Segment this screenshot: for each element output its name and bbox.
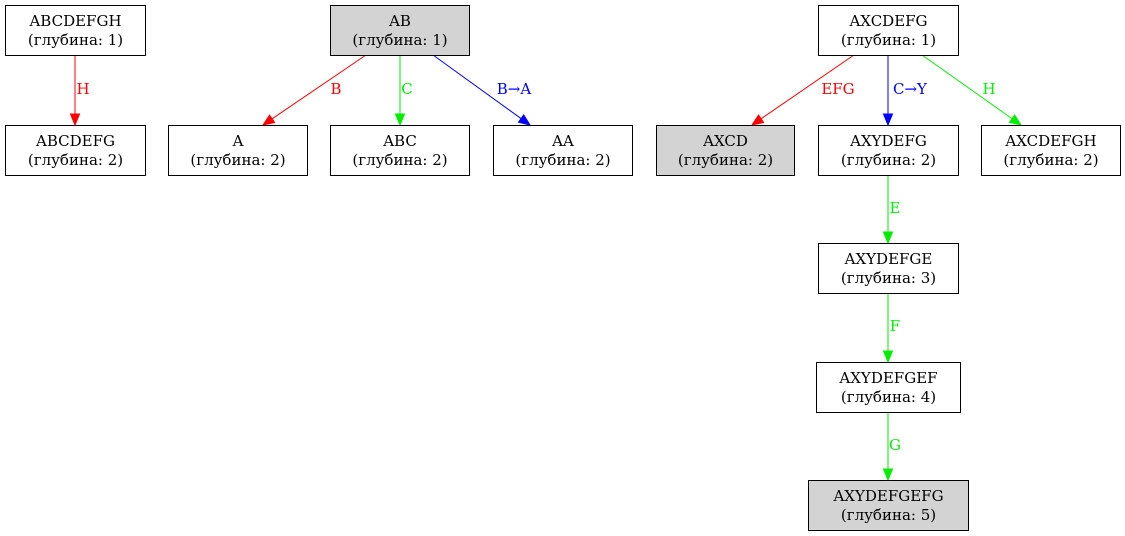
node-n10: AXCDEFGH(глубина: 2): [981, 125, 1121, 176]
edge-n7-n8: EFG: [750, 54, 855, 126]
edge-label: G: [889, 436, 901, 454]
node-label: AXYDEFGEFG: [832, 487, 943, 505]
edge-label: B→A: [497, 80, 532, 98]
node-label: AXYDEFGE: [844, 250, 933, 268]
node-label: AXCDEFG: [848, 12, 927, 30]
node-label: AA: [551, 132, 574, 150]
node-depth: (глубина: 2): [678, 151, 773, 169]
node-n8: AXCD(глубина: 2): [656, 125, 795, 176]
node-box: [168, 125, 308, 176]
node-box: [818, 125, 959, 176]
node-label: AXYDEFG: [849, 132, 927, 150]
arrowhead-icon: [882, 468, 894, 482]
edge-label: E: [890, 199, 901, 217]
arrowhead-icon: [882, 231, 894, 245]
node-depth: (глубина: 1): [352, 31, 447, 49]
edge-line: [760, 54, 855, 120]
edge-n7-n9: C→Y: [882, 55, 928, 127]
node-label: AB: [388, 12, 411, 30]
node-label: ABCDEFG: [35, 132, 115, 150]
edge-label: F: [890, 317, 900, 335]
node-n12: AXYDEFGEF(глубина: 4): [816, 362, 961, 413]
node-n9: AXYDEFG(глубина: 2): [818, 125, 959, 176]
node-n11: AXYDEFGE(глубина: 3): [818, 243, 959, 294]
edge-n7-n10: H: [921, 54, 1023, 126]
edge-label: B: [330, 80, 341, 98]
arrowhead-icon: [261, 114, 276, 126]
edge-line: [271, 54, 367, 120]
edge-n9-n11: E: [882, 175, 901, 245]
arrowhead-icon: [1008, 114, 1023, 126]
node-box: [818, 5, 959, 56]
edge-n3-n5: C: [394, 55, 413, 127]
edge-n12-n13: G: [882, 412, 901, 482]
node-box: [656, 125, 795, 176]
edge-n3-n4: B: [261, 54, 367, 126]
node-depth: (глубина: 1): [28, 31, 123, 49]
arrowhead-icon: [882, 113, 894, 127]
node-label: ABC: [382, 132, 417, 150]
node-depth: (глубина: 2): [352, 151, 447, 169]
node-depth: (глубина: 3): [841, 269, 936, 287]
node-label: AXCD: [702, 132, 748, 150]
edge-n3-n6: B→A: [432, 54, 532, 126]
node-box: [330, 5, 470, 56]
arrowhead-icon: [750, 114, 765, 126]
edge-n11-n12: F: [882, 293, 900, 364]
node-n2: ABCDEFG(глубина: 2): [5, 125, 146, 176]
node-box: [493, 125, 633, 176]
node-box: [816, 362, 961, 413]
edge-label: C→Y: [893, 80, 928, 98]
node-depth: (глубина: 4): [841, 388, 936, 406]
node-box: [5, 125, 146, 176]
node-depth: (глубина: 2): [515, 151, 610, 169]
edge-n1-n2: H: [69, 55, 90, 127]
node-depth: (глубина: 5): [841, 506, 936, 524]
node-box: [818, 243, 959, 294]
node-box: [808, 480, 969, 531]
edge-label: C: [401, 80, 412, 98]
node-n7: AXCDEFG(глубина: 1): [818, 5, 959, 56]
node-depth: (глубина: 2): [841, 151, 936, 169]
node-n3: AB(глубина: 1): [330, 5, 470, 56]
node-n4: A(глубина: 2): [168, 125, 308, 176]
node-depth: (глубина: 2): [190, 151, 285, 169]
arrowhead-icon: [882, 350, 894, 364]
nodes-layer: ABCDEFGH(глубина: 1)ABCDEFG(глубина: 2)A…: [5, 5, 1121, 531]
node-n6: AA(глубина: 2): [493, 125, 633, 176]
edge-line: [921, 54, 1013, 120]
node-label: AXCDEFGH: [1004, 132, 1096, 150]
node-depth: (глубина: 2): [1003, 151, 1098, 169]
node-box: [981, 125, 1121, 176]
edge-label: H: [982, 80, 995, 98]
node-depth: (глубина: 2): [28, 151, 123, 169]
node-n5: ABC(глубина: 2): [330, 125, 470, 176]
node-box: [330, 125, 470, 176]
node-label: ABCDEFGH: [28, 12, 121, 30]
edge-line: [432, 54, 522, 119]
node-n13: AXYDEFGEFG(глубина: 5): [808, 480, 969, 531]
arrowhead-icon: [517, 114, 532, 126]
node-label: A: [232, 132, 244, 150]
node-box: [5, 5, 146, 56]
node-depth: (глубина: 1): [841, 31, 936, 49]
node-label: AXYDEFGEF: [838, 369, 937, 387]
arrowhead-icon: [69, 113, 81, 127]
edge-label: H: [76, 80, 89, 98]
arrowhead-icon: [394, 113, 406, 127]
node-n1: ABCDEFGH(глубина: 1): [5, 5, 146, 56]
edge-label: EFG: [821, 80, 854, 98]
